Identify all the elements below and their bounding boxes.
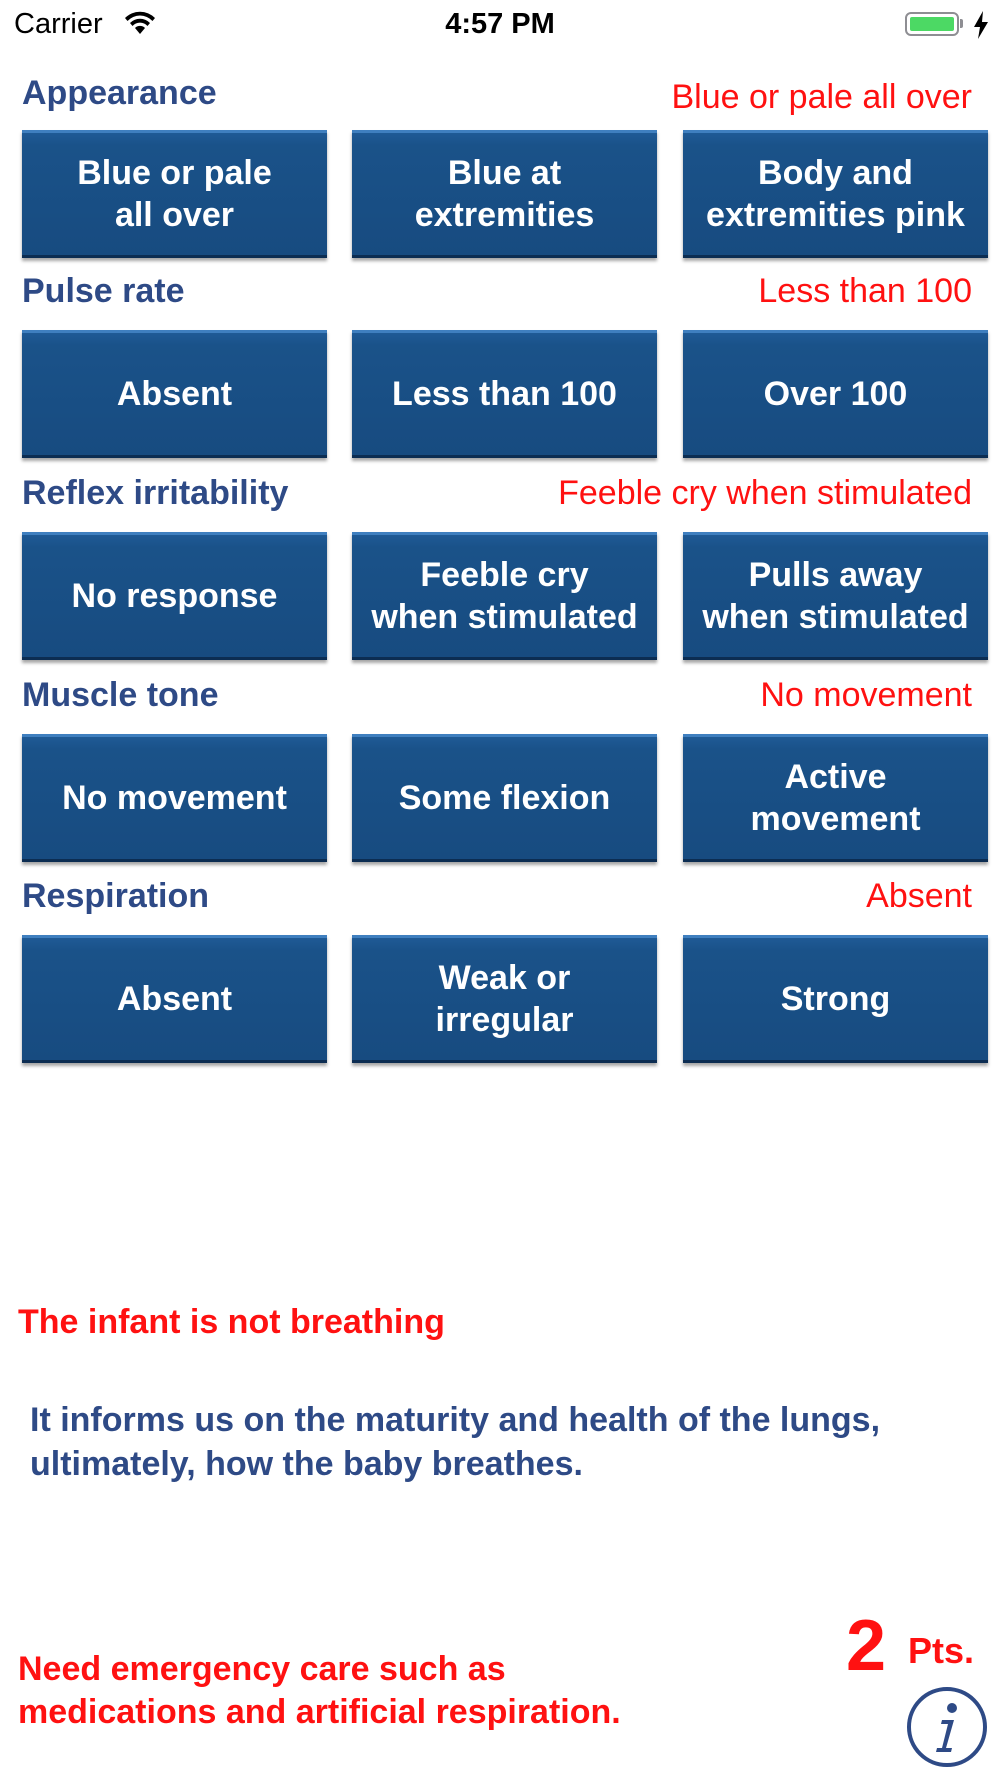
muscle-option-some-flexion-button[interactable]: Some flexion: [352, 734, 657, 862]
muscle-tone-label: Muscle tone: [22, 676, 219, 714]
battery-icon: [905, 12, 959, 36]
muscle-tone-selected-value: No movement: [760, 676, 972, 714]
pulse-rate-label: Pulse rate: [22, 272, 185, 310]
muscle-option-active-movement-button[interactable]: Active movement: [683, 734, 988, 862]
button-line: when stimulated: [371, 598, 638, 636]
carrier-label: Carrier: [14, 8, 103, 40]
reflex-irritability-label: Reflex irritability: [22, 474, 289, 512]
pulse-option-over-100-button[interactable]: Over 100: [683, 330, 988, 458]
button-line: Less than 100: [392, 375, 617, 413]
pulse-option-less-100-button[interactable]: Less than 100: [352, 330, 657, 458]
reflex-option-pulls-away-button[interactable]: Pulls away when stimulated: [683, 532, 988, 660]
button-line: when stimulated: [702, 598, 969, 636]
description-text: It informs us on the maturity and health…: [30, 1398, 970, 1486]
button-line: Blue at: [447, 154, 562, 192]
button-line: Feeble cry: [420, 556, 589, 594]
reflex-option-no-response-button[interactable]: No response: [22, 532, 327, 660]
status-time: 4:57 PM: [445, 8, 555, 40]
reflex-irritability-selected-value: Feeble cry when stimulated: [558, 474, 972, 512]
pulse-rate-selected-value: Less than 100: [758, 272, 972, 310]
appearance-selected-value: Blue or pale all over: [671, 78, 972, 116]
assessment-text: The infant is not breathing: [18, 1303, 445, 1341]
button-line: irregular: [435, 1001, 574, 1039]
appearance-option-blue-pale-button[interactable]: Blue or pale all over: [22, 130, 327, 258]
appearance-option-blue-extremities-button[interactable]: Blue at extremities: [352, 130, 657, 258]
button-line: all over: [114, 196, 235, 234]
button-line: extremities pink: [706, 196, 965, 234]
wifi-icon: [125, 11, 155, 34]
advice-line: Need emergency care such as: [18, 1650, 506, 1688]
appearance-option-pink-button[interactable]: Body and extremities pink: [683, 130, 988, 258]
button-line: Weak or: [438, 959, 571, 997]
score-unit: Pts.: [908, 1630, 975, 1671]
button-line: extremities: [414, 196, 595, 234]
advice-line: medications and artificial respiration.: [18, 1693, 621, 1731]
button-line: Over 100: [763, 375, 908, 413]
button-line: Blue or pale: [77, 154, 272, 192]
pulse-option-absent-button[interactable]: Absent: [22, 330, 327, 458]
button-line: Pulls away: [748, 556, 923, 594]
button-line: Active: [784, 758, 887, 796]
description-line: It informs us on the maturity and health…: [30, 1401, 881, 1439]
button-line: Body and: [758, 154, 913, 192]
reflex-option-feeble-cry-button[interactable]: Feeble cry when stimulated: [352, 532, 657, 660]
button-line: movement: [750, 800, 921, 838]
button-line: No response: [71, 577, 278, 615]
respiration-option-absent-button[interactable]: Absent: [22, 935, 327, 1063]
score-value: 2: [846, 1606, 887, 1686]
button-line: Some flexion: [398, 779, 611, 817]
respiration-option-weak-irregular-button[interactable]: Weak or irregular: [352, 935, 657, 1063]
advice-text: Need emergency care such as medications …: [18, 1648, 738, 1734]
battery-tip: [960, 19, 963, 28]
muscle-option-no-movement-button[interactable]: No movement: [22, 734, 327, 862]
respiration-selected-value: Absent: [866, 877, 972, 915]
appearance-label: Appearance: [22, 74, 217, 112]
button-line: No movement: [62, 779, 287, 817]
info-icon[interactable]: [906, 1686, 988, 1768]
respiration-option-strong-button[interactable]: Strong: [683, 935, 988, 1063]
button-line: Strong: [780, 980, 891, 1018]
description-line: ultimately, how the baby breathes.: [30, 1445, 583, 1483]
button-line: Absent: [116, 375, 233, 413]
button-line: Absent: [116, 980, 233, 1018]
charging-bolt-icon: [974, 11, 988, 39]
respiration-label: Respiration: [22, 877, 210, 915]
status-bar: Carrier 4:57 PM: [0, 0, 1000, 50]
